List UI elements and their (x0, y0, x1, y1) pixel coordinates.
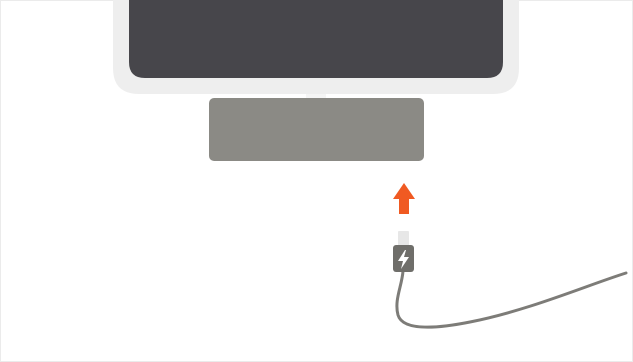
charging-connector (393, 231, 414, 272)
connector-tip (398, 231, 409, 246)
device-hinge (306, 94, 326, 98)
device-screen (129, 0, 503, 78)
dock-base (209, 98, 424, 161)
charging-cable (397, 271, 626, 327)
arrow-up-icon (393, 183, 415, 214)
